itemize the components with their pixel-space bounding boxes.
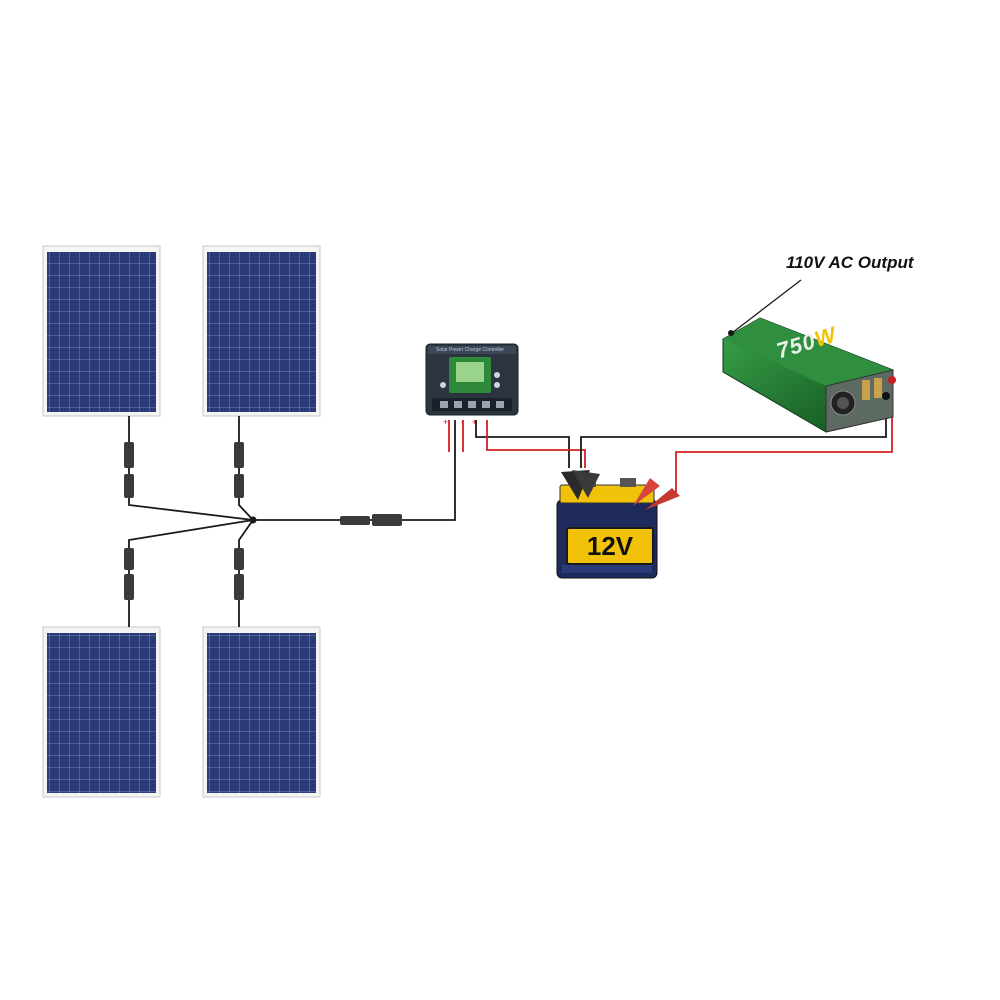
red-clamp-1 <box>633 478 660 506</box>
controller-title: Solar Power Charge Controller <box>436 347 505 353</box>
ac-output-callout: 110V AC Output <box>786 253 914 272</box>
panel-wiring <box>128 416 456 627</box>
black-clamp-2 <box>572 470 600 498</box>
solar-panel-top-left <box>42 245 161 417</box>
polarity-plus-1: + <box>443 417 448 427</box>
polarity-plus-2: + <box>472 417 477 427</box>
battery-voltage-label: 12V <box>566 527 654 565</box>
solar-panel-top-right <box>202 245 321 417</box>
callout-leader <box>728 279 802 336</box>
red-clamp-2 <box>645 488 680 510</box>
mc4-connectors <box>124 442 244 600</box>
solar-panel-bottom-right <box>202 626 321 798</box>
inverter <box>722 317 896 433</box>
charge-controller: + - + <box>425 343 519 427</box>
solar-panel-bottom-left <box>42 626 161 798</box>
wiring-junction <box>249 516 257 524</box>
mc4-inline-connector <box>340 514 402 526</box>
